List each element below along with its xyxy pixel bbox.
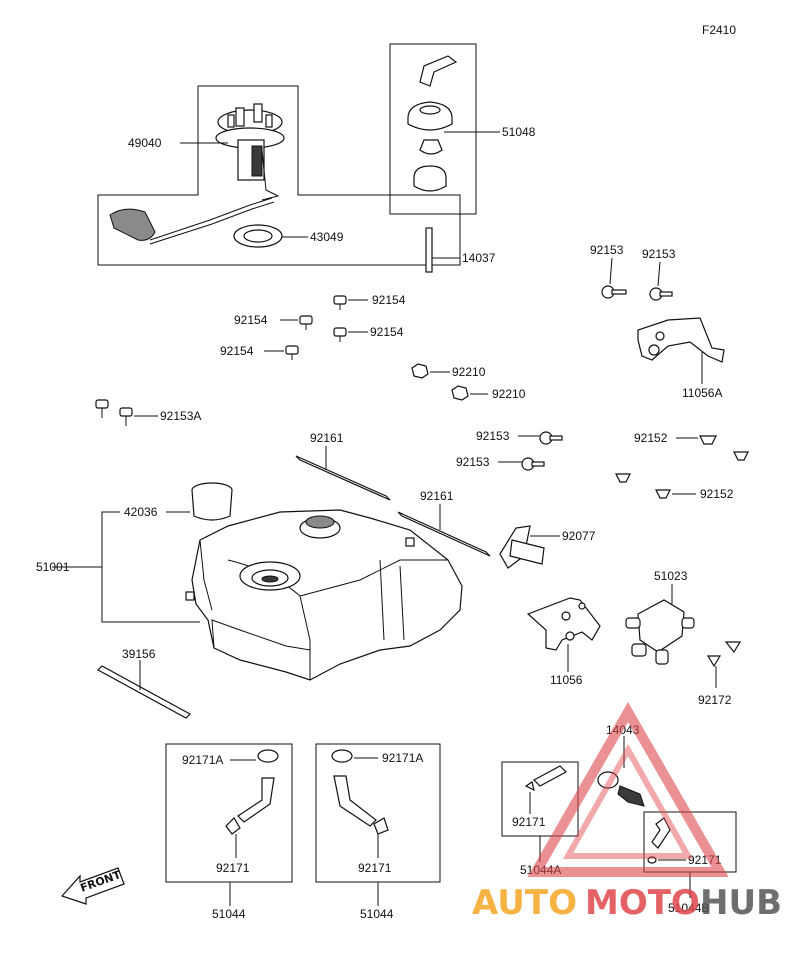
watermark-logo: AUTO MOTO HUB [472,701,782,923]
nuts-92210-group: 92210 92210 [411,363,526,401]
label-92171-right: 92171 [358,861,392,875]
label-92153-c: 92153 [476,429,510,443]
dampers-92152-group: 92152 92152 [615,431,749,501]
bolts-92153a-group: 92153A [95,399,201,426]
fuel-cap-group: 51048 [389,43,536,215]
label-92154-a: 92154 [372,293,406,307]
pin-14037: 14037 [425,227,496,273]
label-92154-b: 92154 [234,313,268,327]
label-92171a-left: 92171A [182,753,223,767]
label-92210-b: 92210 [492,387,526,401]
label-43049: 43049 [310,230,344,244]
label-92171-center: 92171 [512,815,546,829]
label-92161-b: 92161 [420,489,454,503]
fuel-pump-group: 49040 43049 [97,85,461,266]
label-92154-d: 92154 [220,344,254,358]
label-92153a: 92153A [160,409,201,423]
watermark-auto: AUTO [472,883,577,923]
label-92210-a: 92210 [452,365,486,379]
figure-code: F2410 [702,23,736,37]
label-92153-a: 92153 [590,243,624,257]
valve-51023: 51023 [625,569,695,665]
label-11056a: 11056A [682,386,722,400]
strips-92161-group: 92161 92161 [295,431,491,557]
bolts-92153-mid-group: 92153 92153 [456,429,563,471]
label-92161-a: 92161 [310,431,344,445]
label-92171a-right: 92171A [382,751,423,765]
bracket-11056a-group: 92153 92153 11056A [590,243,725,400]
grommet-92077: 92077 [499,525,596,569]
strip-39156: 39156 [97,647,191,719]
label-49040: 49040 [128,136,162,150]
label-92171-left: 92171 [216,861,250,875]
watermark-hub: HUB [700,883,782,923]
label-92153-b: 92153 [642,247,676,261]
label-51044-left: 51044 [212,907,246,921]
label-14037: 14037 [462,251,496,265]
label-11056: 11056 [550,673,583,687]
label-39156: 39156 [122,647,156,661]
front-arrow: FRONT [60,867,125,905]
label-92154-c: 92154 [370,325,404,339]
clips-92172: 92172 [698,641,742,707]
hose-box-right: 92171A 92171 51044 [315,743,441,921]
label-92153-d: 92153 [456,455,490,469]
label-51044b: 51044B [668,901,709,915]
watermark-moto: MOTO [585,883,700,923]
label-92077: 92077 [562,529,596,543]
label-51044-right: 51044 [360,907,394,921]
label-51023: 51023 [654,569,688,583]
fuel-tank-group: 42036 51001 [36,482,463,681]
label-92152-b: 92152 [700,487,734,501]
label-42036: 42036 [124,505,158,519]
label-92172: 92172 [698,693,732,707]
label-51001: 51001 [36,560,70,574]
hose-box-left: 92171A 92171 51044 [165,743,293,921]
screws-92154-group: 92154 92154 92154 92154 [220,293,406,360]
label-51048: 51048 [502,125,536,139]
label-92152-a: 92152 [634,431,668,445]
bracket-11056: 11056 [526,597,601,687]
